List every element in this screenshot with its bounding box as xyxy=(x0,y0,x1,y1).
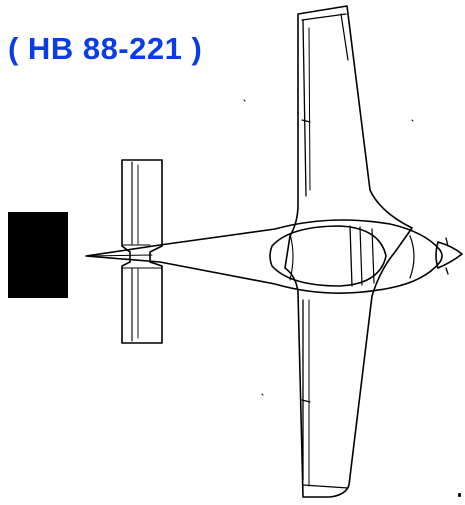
scan-specks xyxy=(243,99,414,396)
horizontal-stabilizer xyxy=(121,159,163,344)
main-wing xyxy=(284,5,413,498)
fuselage xyxy=(85,219,443,294)
propeller-spinner xyxy=(435,237,463,275)
registration-title: ( HB 88-221 ) xyxy=(8,31,203,66)
stray-dot xyxy=(458,493,461,497)
black-marker-block xyxy=(8,212,68,298)
